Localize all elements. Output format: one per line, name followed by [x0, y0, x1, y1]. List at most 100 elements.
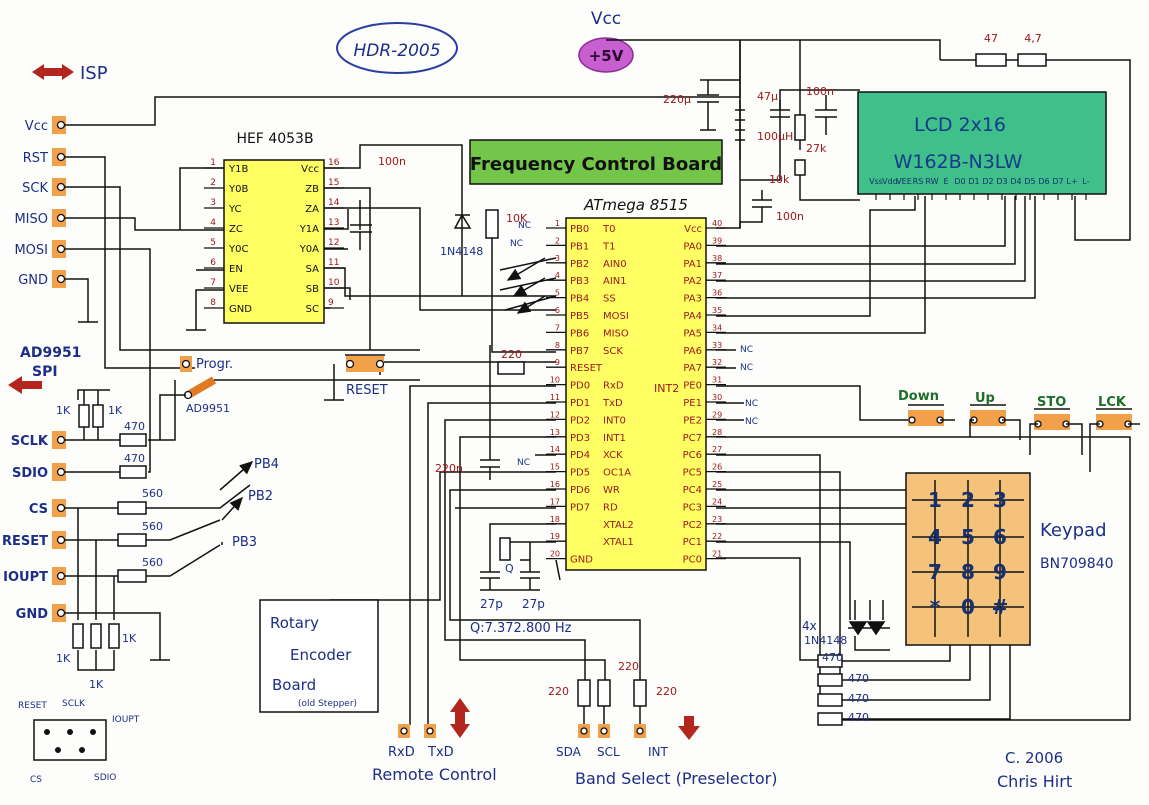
mux-right-num: 15 [328, 178, 339, 188]
mux-left-label: Y0B [228, 184, 248, 195]
mcu-left-num: 16 [550, 480, 560, 489]
lcd-pin-label: Vss [869, 177, 883, 186]
sto-button[interactable] [1034, 414, 1070, 430]
isp-pin-mosi: MOSI [14, 243, 48, 258]
band-r3: 220 [656, 685, 677, 698]
mux-right-label: SA [306, 264, 320, 275]
mcu-right-port: PE2 [683, 415, 702, 426]
mcu-right-num: 32 [712, 358, 722, 367]
band-sda: SDA [556, 745, 582, 759]
keypad-title: Keypad [1040, 520, 1107, 541]
project-ellipse [336, 22, 458, 74]
ad-pin-ioupt: IOUPT [3, 570, 48, 585]
nc-6: NC [745, 399, 758, 409]
mcu-left-num: 20 [550, 550, 560, 559]
mcu-left-num: 18 [550, 515, 560, 524]
nc-2: NC [510, 239, 523, 249]
mcu-right-port: PA1 [683, 259, 702, 270]
mux-right-label: Y1A [299, 224, 319, 235]
mcu-left-port: PB5 [570, 311, 589, 322]
remote-txd: TxD [427, 745, 454, 760]
mcu-right-num: 35 [712, 306, 722, 315]
r560-a: 560 [142, 487, 163, 500]
isp-arrow-icon [32, 64, 74, 80]
ad-pin-gnd: GND [16, 607, 49, 622]
mcu-right-port: PC5 [683, 468, 702, 479]
up-button[interactable] [970, 410, 1006, 426]
keypad-key: 8 [961, 560, 975, 584]
lcd-title: LCD 2x16 [914, 114, 1006, 136]
buttons [908, 404, 1140, 472]
isp-pins: Vcc RST SCK MISO MOSI GND [14, 116, 66, 288]
mcu-left-num: 9 [555, 358, 560, 367]
ad-pin-reset: RESET [2, 534, 48, 549]
mcu-left-num: 2 [555, 236, 560, 245]
lck-button[interactable] [1096, 414, 1132, 430]
spi-connector [33, 719, 107, 761]
nc-5: NC [740, 363, 753, 373]
mcu-left-fn: INT1 [603, 433, 626, 444]
mcu-left-num: 3 [555, 254, 560, 263]
diodes4-type: 1N4148 [804, 634, 847, 647]
mcu-arrows [506, 257, 546, 314]
lcd-pin-label: Vdd [882, 177, 898, 186]
r470-a: 470 [124, 420, 145, 433]
mcu-right-port: PE0 [683, 381, 702, 392]
c100n-b-label: 100n [806, 85, 834, 98]
r470-b: 470 [124, 452, 145, 465]
mux-cap-label: 100n [378, 155, 406, 168]
supply-badge [578, 37, 634, 73]
mcu-right-num: 37 [712, 271, 722, 280]
mcu-left-port: PD5 [570, 468, 590, 479]
reset-button[interactable] [346, 356, 384, 372]
mcu-left-num: 5 [555, 289, 560, 298]
mux-right-num: 16 [328, 158, 340, 168]
l100-label: 100µH [757, 130, 793, 143]
mux-left-num: 8 [210, 298, 216, 308]
btn-sto-label: STO [1037, 395, 1066, 410]
conn-reset: RESET [18, 701, 47, 711]
mcu-left-port: PB7 [570, 346, 589, 357]
ad9951-switch-label: AD9951 [186, 402, 230, 415]
band-r2: 220 [618, 660, 639, 673]
nc-1: NC [518, 221, 531, 231]
encoder-line2: Encoder [290, 646, 352, 664]
lcd-pin-label: RS [913, 177, 924, 186]
mcu-left-fn: TxD [602, 398, 623, 409]
lcd-model: W162B-N3LW [894, 151, 1023, 173]
xtal-q: Q [505, 562, 514, 575]
r560-b: 560 [142, 520, 163, 533]
ad-pin-sdio: SDIO [12, 466, 48, 481]
mcu-right-port: Vcc [684, 224, 702, 235]
mcu-left-port: PD6 [570, 485, 590, 496]
mux-left-label: YC [228, 204, 242, 215]
keypad-key: 5 [961, 525, 975, 549]
spi-arrow-icon [8, 376, 42, 394]
r220-label: 220 [501, 348, 522, 361]
kr3: 470 [848, 692, 869, 705]
mux-right-label: ZB [305, 184, 319, 195]
mcu-left-wires [329, 220, 641, 725]
btn-lck-label: LCK [1098, 395, 1127, 410]
conn-cs: CS [30, 775, 42, 785]
mcu-left-port: PB3 [570, 276, 589, 287]
c100n-c-label: 100n [776, 210, 804, 223]
mcu-int2: INT2 [654, 382, 679, 395]
lcd-pin-label: D3 [996, 177, 1007, 186]
mcu-left-num: 15 [550, 463, 560, 472]
remote-arrow-icon [450, 698, 470, 738]
mcu-left-fn: XCK [603, 450, 623, 461]
r220-reset [497, 361, 525, 375]
mcu-left-num: 14 [550, 445, 560, 454]
c27a-label: 27p [480, 597, 503, 611]
down-button[interactable] [908, 410, 944, 426]
mcu-left-num: 11 [550, 393, 560, 402]
mcu-right-num: 36 [712, 289, 722, 298]
reset-button-label: RESET [346, 383, 388, 398]
lcd-pin-label: D7 [1052, 177, 1063, 186]
mcu-right-num: 29 [712, 410, 722, 419]
nc-4: NC [740, 345, 753, 355]
